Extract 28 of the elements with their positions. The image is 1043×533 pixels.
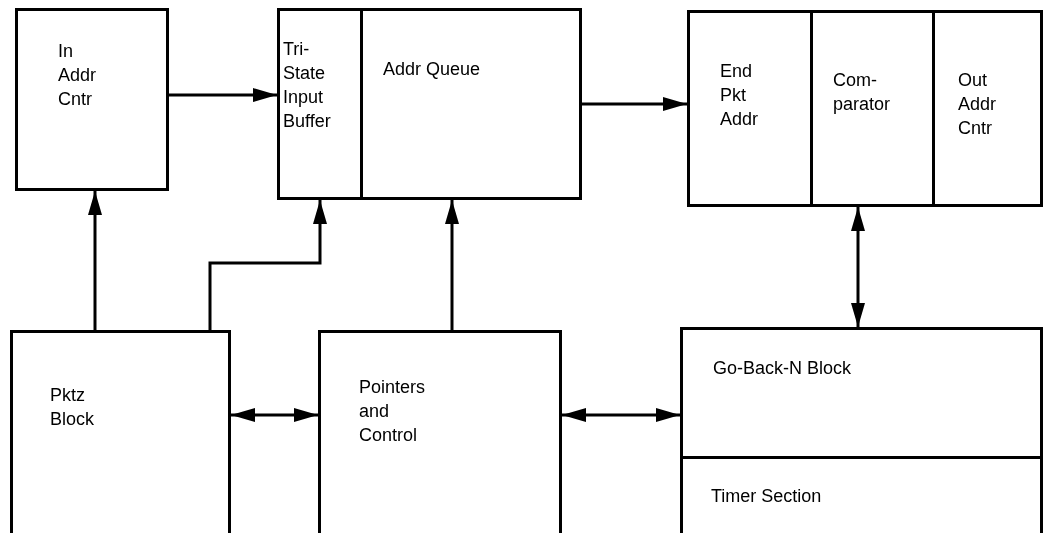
block-box [810,10,935,207]
block-box [680,456,1043,533]
block-label: Pointers and Control [359,376,427,447]
block-label: Go-Back-N Block [713,357,852,380]
arrow [445,200,459,330]
block-label: Out Addr Cntr [958,69,998,140]
arrow [851,207,865,327]
block-label: In Addr Cntr [58,40,98,111]
block-label: Addr Queue [383,58,481,81]
block-label: Tri- State Input Buffer [283,38,332,133]
block-label: Timer Section [711,485,822,508]
block-label: Pktz Block [50,384,95,431]
arrow [582,97,687,111]
block-label: Com- parator [833,69,892,116]
block-box [360,8,582,200]
arrow [88,191,102,330]
arrow [231,408,318,422]
block-label: End Pkt Addr [720,60,760,131]
arrow [562,408,680,422]
arrow [169,88,277,102]
block-box [680,327,1043,459]
arrow [208,200,327,330]
block-box [10,330,231,533]
block-box [277,8,363,200]
block-box [15,8,169,191]
block-box [932,10,1043,207]
block-box [318,330,562,533]
block-box [687,10,813,207]
